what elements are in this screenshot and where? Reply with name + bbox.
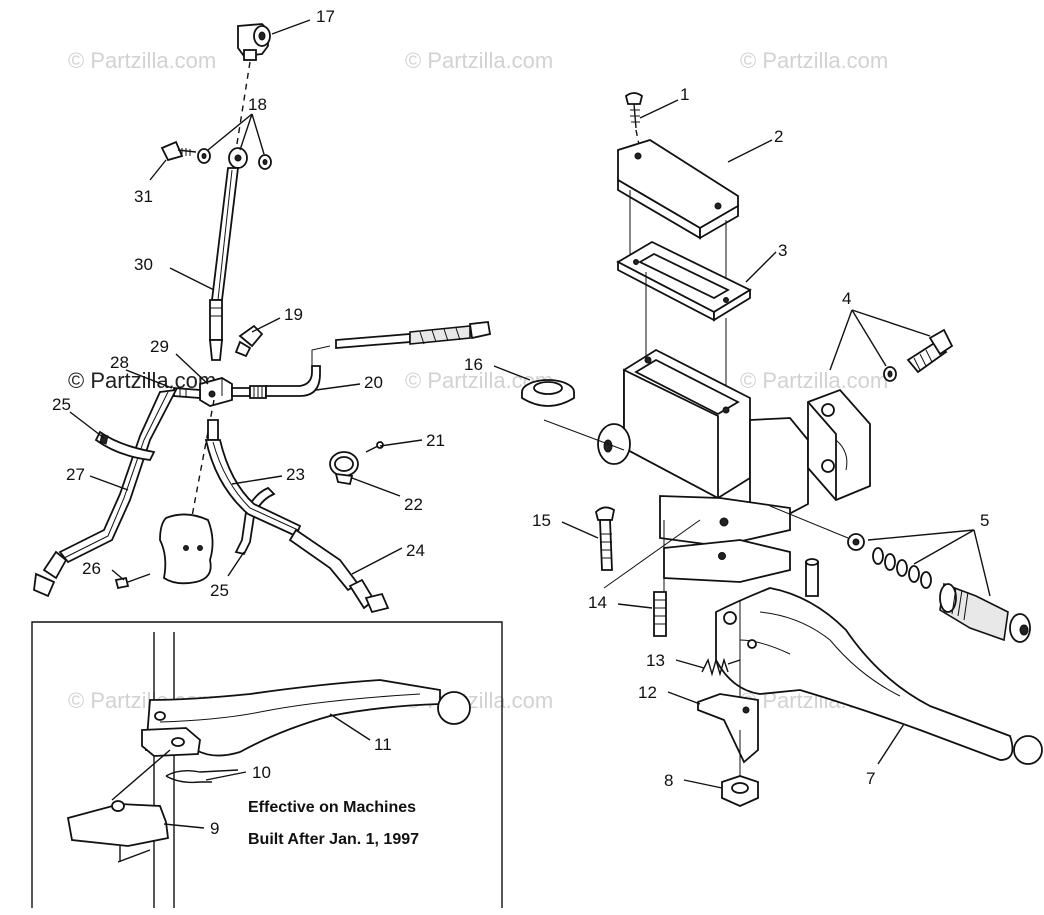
part-10-spring xyxy=(165,769,239,784)
part-12-block xyxy=(697,693,759,764)
note-built-after: Built After Jan. 1, 1997 xyxy=(248,831,419,848)
callout-18: 18 xyxy=(248,95,267,114)
watermark-text: © Partzilla.com xyxy=(740,368,888,393)
callout-16: 16 xyxy=(464,355,483,374)
callout-7: 7 xyxy=(866,769,875,788)
note-effective: Effective on Machines xyxy=(248,799,416,816)
part-28-fitting xyxy=(173,387,201,399)
part-7-lever xyxy=(715,587,1043,765)
callout-4: 4 xyxy=(842,289,851,308)
callout-21: 21 xyxy=(426,431,445,450)
callout-2: 2 xyxy=(774,127,783,146)
assembly-guide-line xyxy=(235,61,251,151)
part-11-lever xyxy=(145,679,471,757)
part-18-washers xyxy=(197,147,272,170)
callout-22: 22 xyxy=(404,495,423,514)
part-26-screw xyxy=(114,573,151,590)
part-30-brake-hose xyxy=(209,167,240,361)
master-cylinder-assembly xyxy=(521,92,1043,807)
mounting-plate xyxy=(159,513,214,585)
part-13-spring xyxy=(701,657,741,677)
callout-14: 14 xyxy=(588,593,607,612)
callout-10: 10 xyxy=(252,763,271,782)
callout-27: 27 xyxy=(66,465,85,484)
callout-3: 3 xyxy=(778,241,787,260)
part-21-screw xyxy=(365,441,384,453)
part-20-brake-hose xyxy=(231,321,492,399)
pivot-bracket xyxy=(111,727,201,801)
part-4-clamp xyxy=(807,388,871,502)
part-25-clip xyxy=(94,430,156,461)
part-31-bolt xyxy=(160,140,197,162)
watermark-text: © Partzilla.com xyxy=(68,48,216,73)
callout-5: 5 xyxy=(980,511,989,530)
part-4-bolt xyxy=(883,328,954,382)
callout-1: 1 xyxy=(680,85,689,104)
part-1-screw xyxy=(624,92,644,129)
callout-23: 23 xyxy=(286,465,305,484)
watermark-text: © Partzilla.com xyxy=(405,48,553,73)
part-17-banjo-fitting xyxy=(237,23,271,61)
callout-17: 17 xyxy=(316,7,335,26)
leader-lines xyxy=(69,19,991,829)
callout-20: 20 xyxy=(364,373,383,392)
brake-line-assembly xyxy=(33,23,492,614)
part-19-fitting xyxy=(234,324,264,358)
part-16-cap xyxy=(521,379,575,407)
callout-12: 12 xyxy=(638,683,657,702)
part-27-brake-hose xyxy=(33,388,178,598)
part-9-pivot-block xyxy=(66,800,169,863)
callout-11: 11 xyxy=(374,735,392,754)
callout-25: 25 xyxy=(52,395,71,414)
callout-31: 31 xyxy=(134,187,153,206)
part-3-gasket xyxy=(616,240,752,322)
part-5-washer xyxy=(847,533,865,551)
part-15-bolt xyxy=(595,506,616,571)
callout-19: 19 xyxy=(284,305,303,324)
callout-9: 9 xyxy=(210,819,219,838)
callout-13: 13 xyxy=(646,651,665,670)
callout-26: 26 xyxy=(82,559,101,578)
callout-24: 24 xyxy=(406,541,425,560)
watermark-text: © Partzilla.com xyxy=(740,48,888,73)
part-2-cover xyxy=(617,139,739,240)
master-cylinder-body xyxy=(597,348,809,600)
part-25-clip xyxy=(234,486,276,556)
pivot-pin xyxy=(805,558,819,597)
callout-29: 29 xyxy=(150,337,169,356)
callout-30: 30 xyxy=(134,255,153,274)
part-24-brake-hose xyxy=(288,528,390,614)
callouts: 17 18 31 30 19 29 28 25 20 27 23 21 22 2… xyxy=(52,7,989,838)
part-5-spring xyxy=(872,547,932,589)
part-14-bolt xyxy=(653,591,667,637)
part-22-clamp xyxy=(329,451,359,486)
callout-15: 15 xyxy=(532,511,551,530)
callout-28: 28 xyxy=(110,353,129,372)
part-5-piston xyxy=(939,582,1031,643)
part-8-nut xyxy=(721,775,759,807)
callout-8: 8 xyxy=(664,771,673,790)
inset-box: Effective on Machines Built After Jan. 1… xyxy=(31,621,503,908)
callout-25: 25 xyxy=(210,581,229,600)
